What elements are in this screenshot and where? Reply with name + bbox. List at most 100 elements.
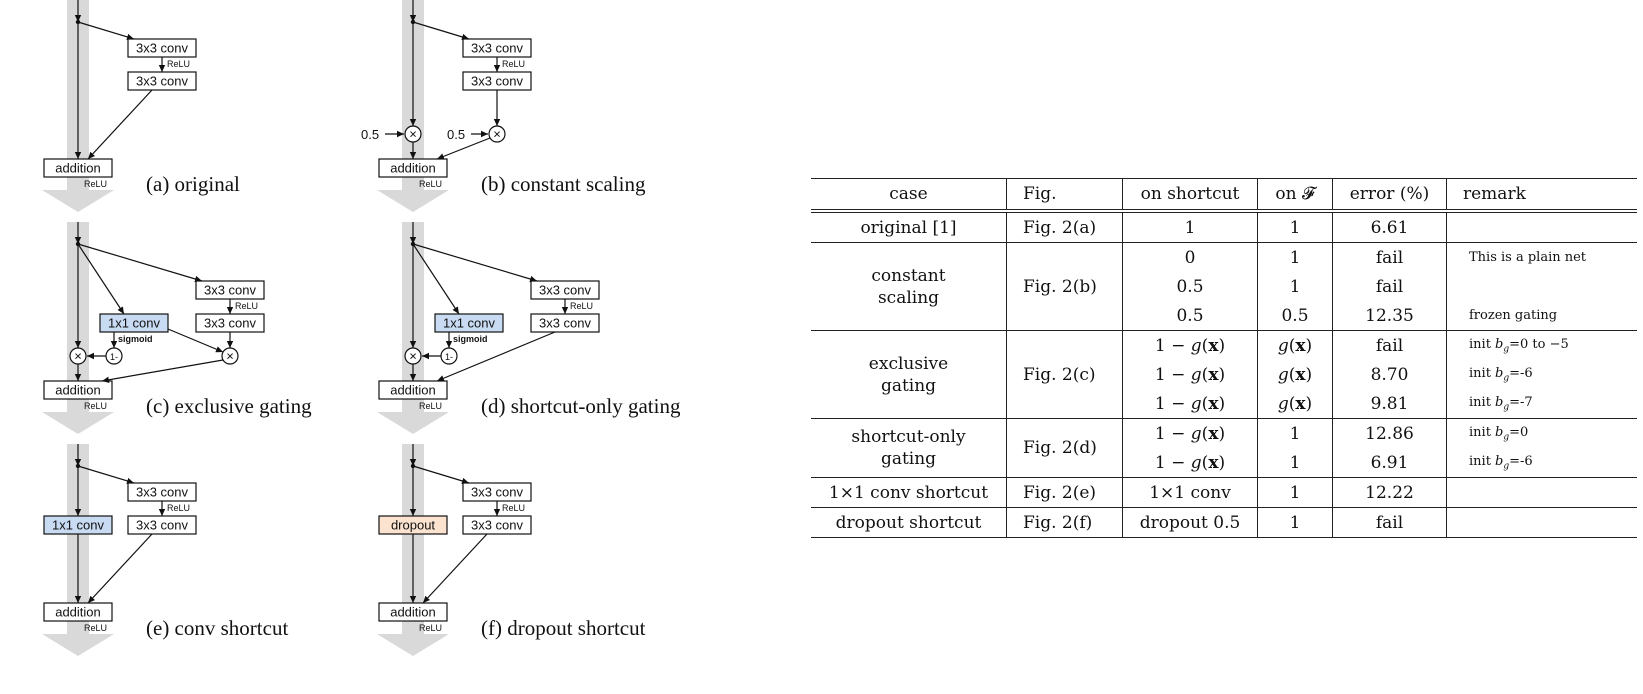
cell-remark [1446,477,1637,508]
svg-text:×: × [493,127,501,142]
conv-box-1: 3x3 conv [127,38,197,58]
cell-error: fail [1332,242,1447,272]
cell-error: fail [1332,330,1447,360]
one-minus-node: 1- [105,347,123,365]
conv-box-1: 3x3 conv [462,38,532,58]
cell-fig: Fig. 2(f) [1006,507,1123,538]
cell-fig: Fig. 2(e) [1006,477,1123,508]
conv-box-1: 3x3 conv [195,280,265,300]
cell-on-f: 1 [1257,507,1333,538]
branch-arrow [77,21,135,41]
cell-fig: Fig. 2(b) [1006,242,1123,331]
output-arrow-icon [377,412,449,434]
shortcut-scale-node: × [404,125,422,143]
shortcut-scale-label: 0.5 [361,127,379,142]
relu-label-out: ReLU [84,179,107,189]
cell-error: 8.70 [1332,360,1447,389]
caption-d: (d) shortcut-only gating [481,394,681,418]
addition-box-label: addition [390,161,436,176]
cell-on-shortcut: 1 − g(x) [1122,448,1258,478]
relu-label: ReLU [502,59,525,69]
output-arrow-icon [377,190,449,212]
cell-on-shortcut: 0.5 [1122,301,1258,331]
svg-text:×: × [409,349,417,364]
caption-b: (b) constant scaling [481,172,646,196]
header-case: case [811,178,1007,213]
cell-on-shortcut: 1 − g(x) [1122,418,1258,448]
addition-box: addition [378,602,448,622]
header-on-f: on 𝓕 [1257,178,1333,213]
caption-a: (a) original [146,172,240,196]
gate-to-residual-arrow [167,328,224,353]
shortcut-gate-node: × [404,347,422,365]
conv-box-2-label: 3x3 conv [136,74,189,89]
relu-label: ReLU [502,503,525,513]
residual-scale-node: × [488,125,506,143]
conv-box-2-label: 3x3 conv [471,74,524,89]
cell-remark: This is a plain net [1446,242,1637,272]
addition-box-label: addition [55,605,101,620]
cell-remark [1446,507,1637,538]
gate-branch-arrow [412,243,460,315]
addition-box-label: addition [390,383,436,398]
conv-box-2: 3x3 conv [462,71,532,91]
cell-error: 6.61 [1332,210,1447,243]
cell-case: original [1] [811,210,1007,243]
cell-on-f: 1 [1257,242,1333,272]
addition-box-label: addition [55,161,101,176]
results-table: case Fig. on shortcut on 𝓕 error (%) rem… [811,178,1637,538]
cell-fig: Fig. 2(a) [1006,210,1123,243]
cell-on-shortcut: 0 [1122,242,1258,272]
gate-branch-arrow [77,243,125,315]
conv-box-1-label: 3x3 conv [204,283,257,298]
cell-remark: init bg=-7 [1446,389,1637,419]
cell-on-shortcut: 1 − g(x) [1122,360,1258,389]
relu-label: ReLU [167,59,190,69]
output-arrow-icon [42,634,114,656]
addition-box: addition [378,158,448,178]
conv-box-2: 3x3 conv [127,71,197,91]
cell-on-f: g(x) [1257,360,1333,389]
cell-case: 1×1 conv shortcut [811,477,1007,508]
branch-arrow [412,21,470,41]
cell-on-shortcut: 1 − g(x) [1122,389,1258,419]
branch-arrow [77,243,203,283]
relu-label: ReLU [235,301,258,311]
cell-fig: Fig. 2(d) [1006,418,1123,478]
cell-remark [1446,272,1637,301]
conv-box-2: 3x3 conv [530,313,600,333]
header-remark: remark [1446,178,1637,213]
gate-conv-box-label: 1x1 conv [443,316,496,331]
branch-arrow [412,243,538,283]
cell-remark: init bg=-6 [1446,448,1637,478]
cell-case: constant scaling [811,242,1007,331]
cell-on-shortcut: 1 − g(x) [1122,330,1258,360]
cell-case: dropout shortcut [811,507,1007,538]
cell-on-f: 1 [1257,272,1333,301]
conv-box-2: 3x3 conv [462,515,532,535]
addition-box: addition [378,380,448,400]
cell-remark: frozen gating [1446,301,1637,331]
dropout-box: dropout [378,515,448,535]
conv-box-1: 3x3 conv [462,482,532,502]
cell-error: 6.91 [1332,448,1447,478]
relu-label-out: ReLU [84,623,107,633]
gate-conv-box-label: 1x1 conv [108,316,161,331]
residual-arrow [422,533,488,604]
caption-e: (e) conv shortcut [146,616,288,640]
conv-box-1-label: 3x3 conv [136,41,189,56]
residual-gate-node: × [221,347,239,365]
cell-remark: init bg=0 to −5 [1446,330,1637,360]
conv-box-1-label: 3x3 conv [471,41,524,56]
cell-on-shortcut: 1 [1122,210,1258,243]
